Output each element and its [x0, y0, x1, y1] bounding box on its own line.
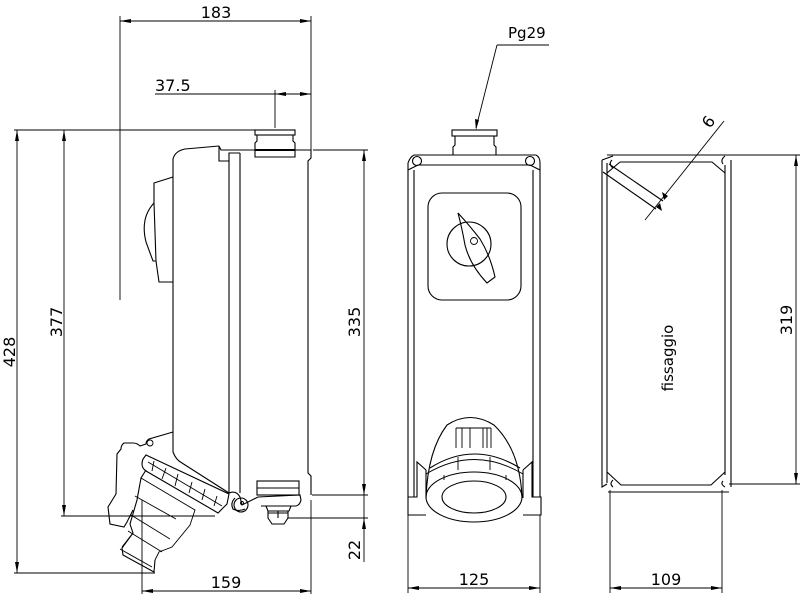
- dim-125: 125: [407, 515, 541, 593]
- pg29-callout: Pg29: [475, 24, 549, 130]
- dim-22: 22: [288, 495, 368, 562]
- dim-183: 183: [119, 3, 312, 300]
- side-view: 183 37.5 428 377: [0, 3, 368, 594]
- dim-159-text: 159: [211, 573, 242, 592]
- dim-6-text: 6: [698, 112, 719, 131]
- dim-109: 109: [609, 490, 723, 593]
- dim-335-text: 335: [345, 307, 364, 338]
- dim-319-text: 319: [777, 305, 796, 336]
- angled-socket: [107, 431, 230, 573]
- dim-428-text: 428: [0, 337, 19, 368]
- dim-37-5-text: 37.5: [155, 76, 191, 95]
- dim-159: 159: [141, 500, 312, 594]
- top-gland: [254, 129, 296, 158]
- back-view: 6 fissaggio 319 109: [601, 112, 800, 593]
- socket-front: [407, 416, 542, 523]
- dim-428: 428: [0, 130, 155, 574]
- dim-377: 377: [47, 130, 215, 517]
- dim-37-5: 37.5: [155, 76, 311, 128]
- dim-109-text: 109: [651, 570, 682, 589]
- dim-6: 6: [644, 112, 725, 221]
- dim-319: 319: [729, 154, 800, 485]
- fissaggio-label: fissaggio: [659, 325, 677, 392]
- bottom-gland: [256, 480, 300, 525]
- hinge: [228, 491, 302, 513]
- dim-22-text: 22: [345, 540, 364, 560]
- dim-125-text: 125: [459, 570, 490, 589]
- dim-377-text: 377: [47, 307, 66, 338]
- pg29-label: Pg29: [508, 24, 546, 42]
- dim-335: 335: [312, 149, 368, 496]
- dim-183-text: 183: [201, 3, 232, 22]
- front-view: Pg29: [407, 24, 549, 593]
